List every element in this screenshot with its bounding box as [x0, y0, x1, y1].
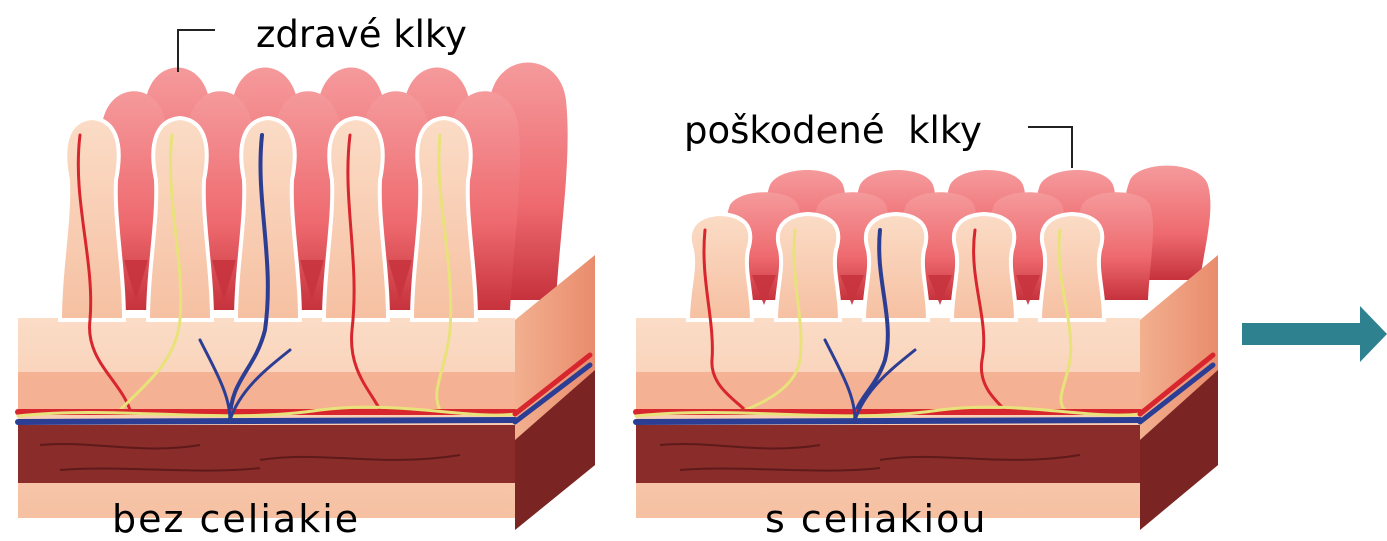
damaged-muscle-layer: [636, 425, 1140, 483]
healthy-villi-label: zdravé klky: [256, 16, 467, 53]
muscle-layer: [18, 425, 515, 483]
damaged-tissue-block: [636, 127, 1218, 530]
damaged-pointer-line: [1028, 127, 1072, 168]
healthy-tissue-block: [18, 30, 595, 530]
healthy-pointer-line: [178, 30, 215, 72]
damaged-villi-label: poškodené klky: [684, 112, 982, 149]
caption-with-celiac: s celiakiou: [765, 500, 987, 538]
caption-without-celiac: bez celiakie: [112, 500, 360, 538]
right-arrow-icon: [1242, 306, 1387, 362]
